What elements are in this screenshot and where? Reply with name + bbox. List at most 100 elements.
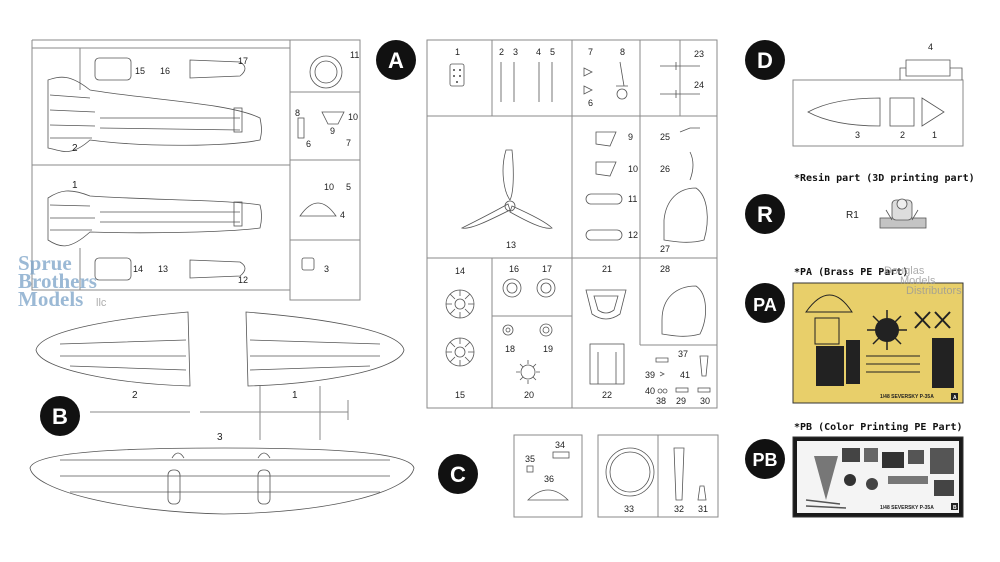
fuselage-half-2: 2 xyxy=(47,76,262,154)
badge-pe-pa: PA xyxy=(745,283,785,323)
svg-text:40: 40 xyxy=(645,386,655,396)
watermark-line-2: Brothers xyxy=(18,269,97,293)
part-label-2: 2 xyxy=(72,143,78,154)
badge-sprue-d: D xyxy=(745,40,785,80)
svg-text:12: 12 xyxy=(238,275,248,285)
svg-text:38: 38 xyxy=(656,396,666,406)
pa-plate-code: A xyxy=(953,395,957,401)
svg-text:3: 3 xyxy=(513,47,518,57)
part-label-b1: 1 xyxy=(292,390,298,401)
svg-text:9: 9 xyxy=(330,126,335,136)
svg-text:12: 12 xyxy=(628,230,638,240)
svg-text:34: 34 xyxy=(555,440,565,450)
svg-text:4: 4 xyxy=(340,210,345,220)
watermark-douglas-2: Models xyxy=(900,275,936,287)
sprue-b-wings: 2 1 3 xyxy=(29,311,415,515)
badge-c-label: C xyxy=(450,462,466,487)
svg-text:2: 2 xyxy=(499,47,504,57)
sprue-left-small-parts: 15 16 17 14 13 12 11 8 9 10 6 7 10 5 4 3 xyxy=(94,50,359,285)
propeller-part-13: 13 xyxy=(460,149,553,250)
watermark-line-3: Models xyxy=(18,287,83,311)
svg-text:11: 11 xyxy=(628,194,637,204)
svg-text:4: 4 xyxy=(536,47,541,57)
svg-text:13: 13 xyxy=(506,240,516,250)
svg-text:17: 17 xyxy=(238,56,248,66)
svg-text:3: 3 xyxy=(324,264,329,274)
svg-text:5: 5 xyxy=(550,47,555,57)
svg-text:5: 5 xyxy=(346,182,351,192)
pb-plate-code: B xyxy=(953,505,957,511)
pb-color-plate: 1/48 SEVERSKY P-35A B xyxy=(792,436,964,518)
pa-plate-title: 1/48 SEVERSKY P-35A xyxy=(880,394,934,400)
resin-part-r1: R1 xyxy=(846,198,927,229)
badge-b-label: B xyxy=(52,404,68,429)
svg-text:39: 39 xyxy=(645,370,655,380)
svg-text:11: 11 xyxy=(350,50,359,60)
svg-text:2: 2 xyxy=(900,130,905,140)
svg-text:1: 1 xyxy=(455,47,460,57)
badge-resin-r: R xyxy=(745,194,785,234)
watermark-line-1: Sprue xyxy=(18,251,72,275)
sprue-a-frame xyxy=(426,39,718,409)
svg-text:23: 23 xyxy=(694,49,704,59)
resin-part-label: R1 xyxy=(846,210,859,221)
svg-text:37: 37 xyxy=(678,349,688,359)
svg-text:29: 29 xyxy=(676,396,686,406)
svg-text:19: 19 xyxy=(543,344,553,354)
svg-text:8: 8 xyxy=(295,108,300,118)
badge-sprue-a: A xyxy=(376,40,416,80)
badge-sprue-b: B xyxy=(40,396,80,436)
svg-text:33: 33 xyxy=(624,504,634,514)
pa-note: *PA (Brass PE Part) xyxy=(794,267,908,278)
fuselage-half-1: 1 xyxy=(47,180,262,247)
svg-text:14: 14 xyxy=(133,264,143,274)
watermark-douglas: Douglas Models Distributors xyxy=(884,265,962,297)
badge-a-label: A xyxy=(388,48,404,73)
watermark-douglas-3: Distributors xyxy=(906,285,962,297)
engine-parts-14-15: 14 15 xyxy=(445,266,475,400)
svg-text:4: 4 xyxy=(928,42,933,52)
svg-text:7: 7 xyxy=(346,138,351,148)
part-label-b3: 3 xyxy=(217,432,223,443)
svg-text:15: 15 xyxy=(455,390,465,400)
badge-r-label: R xyxy=(757,202,773,227)
svg-text:32: 32 xyxy=(674,504,684,514)
svg-text:1: 1 xyxy=(932,130,937,140)
svg-text:10: 10 xyxy=(628,164,638,174)
resin-note: *Resin part (3D printing part) xyxy=(794,172,975,184)
svg-text:35: 35 xyxy=(525,454,535,464)
svg-text:10: 10 xyxy=(324,182,334,192)
svg-text:17: 17 xyxy=(542,264,552,274)
part-label-b2: 2 xyxy=(132,390,138,401)
badge-pe-pb: PB xyxy=(745,439,785,479)
pb-note: *PB (Color Printing PE Part) xyxy=(794,421,963,433)
badge-sprue-c: C xyxy=(438,454,478,494)
svg-text:15: 15 xyxy=(135,66,145,76)
svg-text:26: 26 xyxy=(660,164,670,174)
svg-text:27: 27 xyxy=(660,244,670,254)
svg-text:28: 28 xyxy=(660,264,670,274)
badge-pb-label: PB xyxy=(752,450,777,470)
svg-text:13: 13 xyxy=(158,264,168,274)
pa-brass-plate: 1/48 SEVERSKY P-35A A xyxy=(792,282,964,404)
svg-text:14: 14 xyxy=(455,266,465,276)
watermark-sprue-brothers: Sprue Brothers Models llc xyxy=(18,251,107,311)
sprue-fuselage-frame xyxy=(31,39,361,301)
svg-text:20: 20 xyxy=(524,390,534,400)
svg-text:31: 31 xyxy=(698,504,708,514)
badge-pa-label: PA xyxy=(753,295,777,315)
svg-text:9: 9 xyxy=(628,132,633,142)
sprue-c-frame: 34 35 36 33 32 31 xyxy=(513,434,719,518)
svg-text:18: 18 xyxy=(505,344,515,354)
svg-text:8: 8 xyxy=(620,47,625,57)
svg-text:21: 21 xyxy=(602,264,612,274)
svg-text:25: 25 xyxy=(660,132,670,142)
svg-text:3: 3 xyxy=(855,130,860,140)
watermark-suffix: llc xyxy=(96,297,107,309)
badge-d-label: D xyxy=(757,48,773,73)
svg-text:41: 41 xyxy=(680,370,690,380)
svg-text:6: 6 xyxy=(306,139,311,149)
pb-plate-title: 1/48 SEVERSKY P-35A xyxy=(880,505,934,511)
